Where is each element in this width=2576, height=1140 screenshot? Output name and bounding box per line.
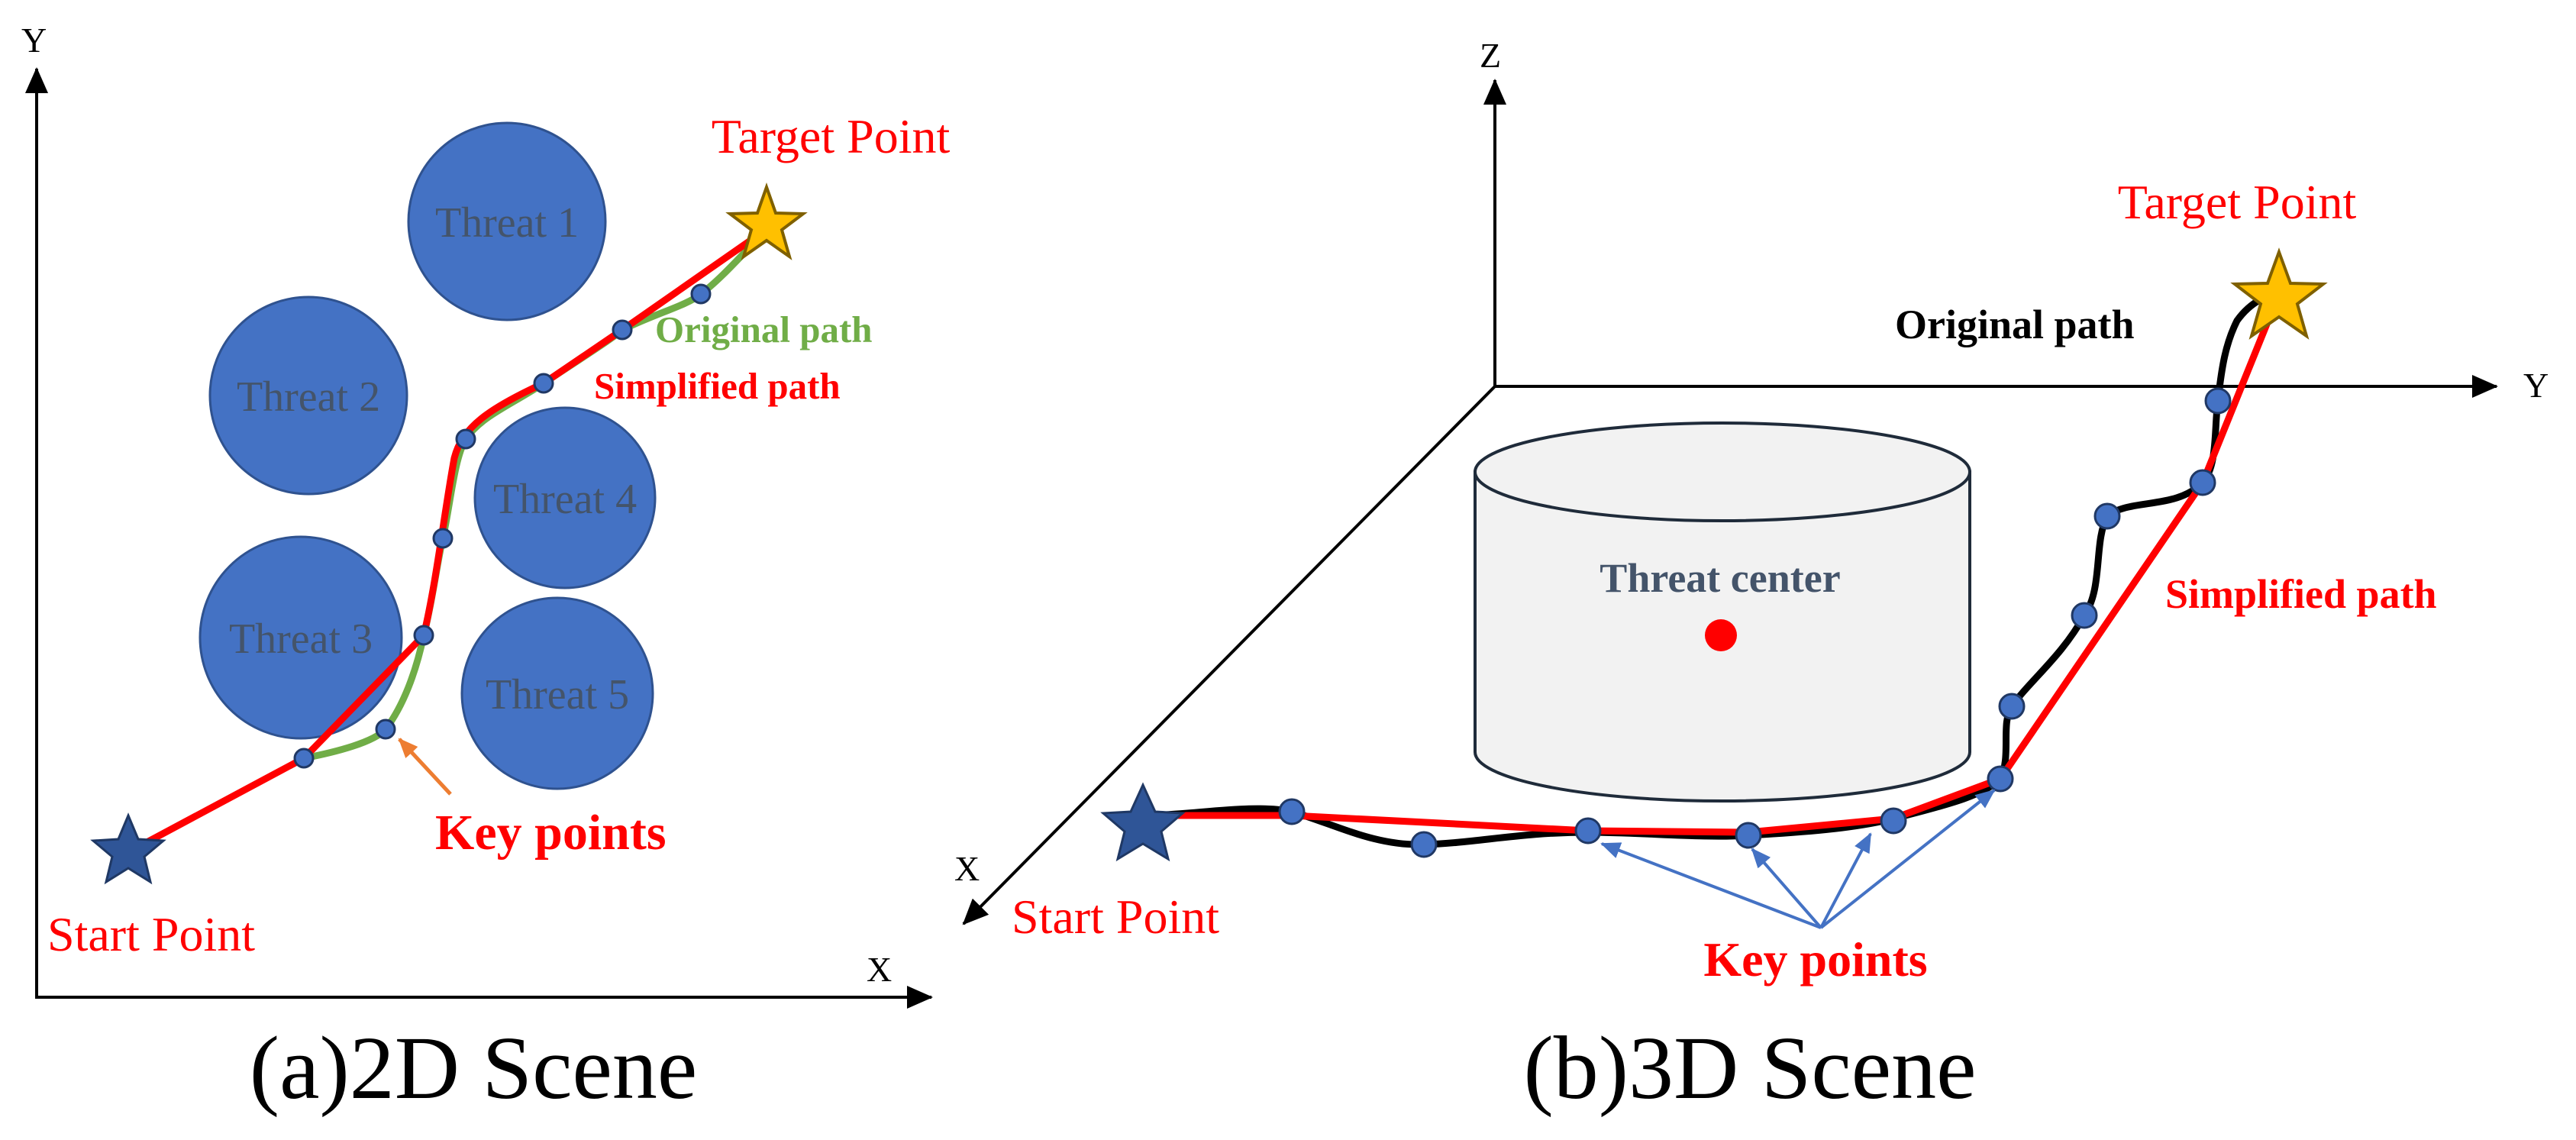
- start-star-3d: [1100, 782, 1186, 862]
- key-point: [375, 719, 396, 740]
- key-points-arrows-3d: [1600, 789, 1996, 929]
- key-points-label-3d: Key points: [1703, 932, 1927, 987]
- key-point: [2071, 602, 2098, 629]
- key-point: [2189, 469, 2216, 496]
- simplified-path-label-2d: Simplified path: [594, 365, 841, 407]
- simplified-path-2d: [126, 233, 760, 855]
- key-points-label-2d: Key points: [435, 805, 667, 861]
- threat-cylinder: [1474, 421, 1971, 803]
- original-path-label-2d: Original path: [655, 308, 873, 350]
- threat-label: Threat 5: [486, 671, 629, 719]
- key-points-arrow-2d: [398, 738, 452, 796]
- start-star-2d: [90, 812, 166, 885]
- start-point-label-2d: Start Point: [47, 907, 255, 961]
- key-point: [690, 283, 712, 305]
- key-point: [1574, 817, 1602, 845]
- key-point: [612, 319, 633, 341]
- axis-3d-x: [962, 385, 1496, 925]
- threat-2: Threat 2: [208, 295, 408, 496]
- threat-5: Threat 5: [460, 596, 654, 790]
- key-point: [1998, 693, 2026, 720]
- key-point: [413, 625, 434, 646]
- threat-label: Threat 1: [435, 199, 579, 247]
- scene-2d: Y X Threat 1 Threat 2 Threat 4 Threat 3 …: [21, 21, 950, 1118]
- key-point: [1278, 798, 1306, 825]
- start-point-label-3d: Start Point: [1012, 890, 1219, 944]
- key-point: [455, 428, 476, 450]
- key-point: [432, 528, 454, 549]
- simplified-path-label-3d: Simplified path: [2165, 571, 2437, 617]
- target-star-2d: [725, 182, 808, 260]
- axis-3d-x-label: X: [954, 849, 980, 888]
- key-points-2d: [293, 283, 712, 769]
- threat-3: Threat 3: [199, 535, 403, 740]
- key-point: [2093, 502, 2121, 530]
- threat-label: Threat 2: [237, 373, 380, 421]
- simplified-path-3d: [1141, 290, 2283, 836]
- key-point: [1987, 765, 2014, 793]
- threat-4: Threat 4: [473, 406, 657, 589]
- target-star-3d: [2230, 247, 2328, 340]
- target-point-label-3d: Target Point: [2118, 175, 2357, 229]
- caption-3d: (b)3D Scene: [1523, 1018, 1976, 1118]
- threat-center-label: Threat center: [1600, 555, 1840, 601]
- threat-label: Threat 3: [229, 615, 373, 663]
- axis-3d-z-label: Z: [1480, 36, 1501, 75]
- key-point: [2204, 387, 2232, 415]
- threat-label: Threat 4: [493, 476, 637, 523]
- original-path-label-3d: Original path: [1895, 302, 2135, 347]
- threat-center-dot: [1705, 619, 1737, 651]
- threat-1: Threat 1: [407, 121, 607, 321]
- axis-2d-y-label: Y: [21, 21, 47, 60]
- key-point: [1735, 822, 1762, 849]
- key-point: [533, 373, 554, 394]
- key-point: [293, 748, 315, 769]
- axis-2d-x-label: X: [867, 950, 892, 989]
- scene-3d: Z Y X Threat center: [954, 36, 2549, 1118]
- target-point-label-2d: Target Point: [712, 109, 951, 163]
- axis-3d-y-label: Y: [2523, 366, 2549, 405]
- key-point: [1880, 807, 1907, 835]
- caption-2d: (a)2D Scene: [250, 1018, 697, 1118]
- key-points-3d: [1278, 387, 2232, 858]
- key-point: [1410, 831, 1438, 858]
